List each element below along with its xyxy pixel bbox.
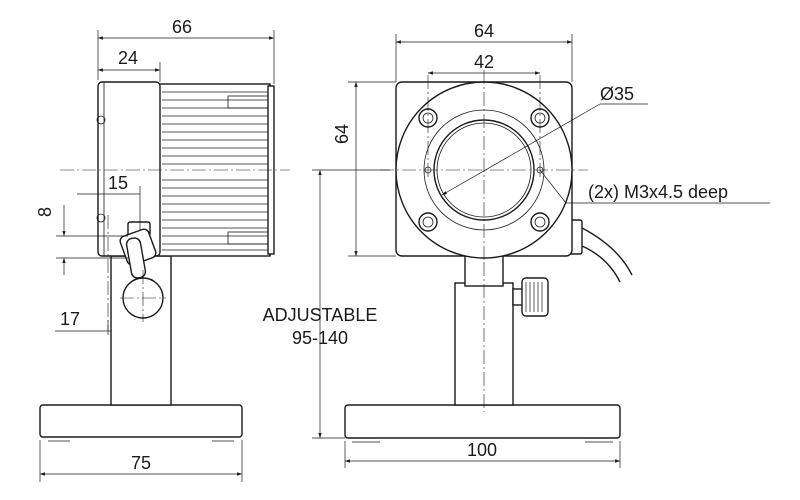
dim-42: 42 xyxy=(474,52,494,72)
front-cable xyxy=(567,219,633,283)
side-base-plate xyxy=(39,404,243,438)
dim-75: 75 xyxy=(131,453,151,473)
front-base-plate xyxy=(344,404,621,439)
note-adjustable-range: 95-140 xyxy=(292,328,348,348)
note-tapped-holes: (2x) M3x4.5 deep xyxy=(588,182,728,202)
dim-66: 66 xyxy=(172,17,192,37)
side-dimensions: 66 24 15 8 17 75 xyxy=(35,17,275,482)
dim-64-height: 64 xyxy=(332,124,352,144)
note-adjustable: ADJUSTABLE xyxy=(263,305,378,325)
front-dimensions: 64 42 64 ADJUSTABLE 95-140 Ø35 (2x) M3x4… xyxy=(263,21,728,468)
dim-8: 8 xyxy=(35,207,55,217)
side-clamp-knob xyxy=(119,221,157,279)
side-view xyxy=(39,81,290,442)
dim-64-width: 64 xyxy=(474,21,494,41)
dim-100: 100 xyxy=(467,440,497,460)
dim-24: 24 xyxy=(118,48,138,68)
dim-17: 17 xyxy=(60,309,80,329)
front-lock-knob xyxy=(512,277,549,317)
dim-diameter-35: Ø35 xyxy=(600,84,634,104)
front-view xyxy=(344,70,770,443)
dim-15: 15 xyxy=(108,173,128,193)
